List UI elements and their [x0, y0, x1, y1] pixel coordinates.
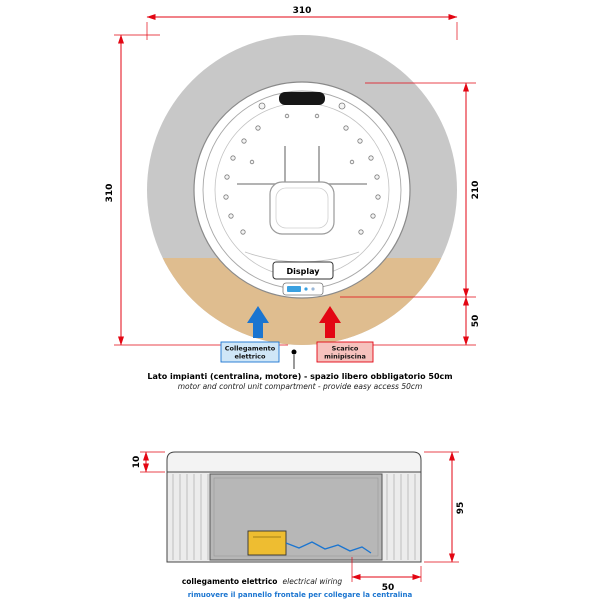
side-caption-italic: electrical wiring: [283, 577, 343, 586]
dim-service-gap-value: 50: [471, 315, 481, 328]
drain-connection: Scarico minipiscina: [316, 306, 374, 363]
electrical-label-box: [220, 341, 280, 363]
electrical-connection: Collegamento elettrico: [220, 306, 280, 363]
control-panel-button: [304, 287, 308, 291]
control-unit-box: [247, 530, 287, 556]
dim-inner-height-value: 210: [471, 181, 481, 200]
display-box: [272, 261, 334, 280]
side-caption: collegamento elettrico electrical wiring: [182, 569, 343, 588]
drain-arrow-icon: [319, 306, 341, 338]
drain-label-line1: Scarico: [332, 345, 359, 353]
dimension-inner-height: 210: [340, 82, 481, 298]
electrical-wire: [285, 541, 372, 554]
hydro-jets: [223, 113, 381, 235]
display-label: Display: [287, 267, 321, 276]
tub-top: Display: [193, 81, 411, 299]
control-panel-screen: [287, 286, 301, 292]
control-panel-button-2: [311, 287, 315, 291]
leader-dot: [291, 349, 297, 355]
side-view: 10 95 50 collegamento elettrico electric…: [132, 451, 466, 599]
dim-cable-offset-value: 50: [382, 583, 395, 593]
dim-total-height-value: 95: [456, 502, 466, 515]
headrest: [279, 92, 325, 105]
electrical-label-line2: elettrico: [234, 353, 266, 361]
dimension-total-height: 95: [424, 451, 466, 563]
side-note-blue: rimuovere il pannello frontale per colle…: [188, 591, 413, 599]
top-view: Display 310 310 210: [105, 6, 481, 391]
center-console: [237, 146, 367, 263]
dim-outer-height-value: 310: [105, 184, 115, 203]
top-caption-bold: Lato impianti (centralina, motore) - spa…: [147, 372, 452, 381]
dimension-cable-offset: 50: [351, 557, 422, 593]
dimension-outer-width: 310: [146, 6, 458, 40]
dim-outer-width-value: 310: [293, 6, 312, 16]
side-caption-bold: collegamento elettrico: [182, 577, 278, 586]
panel-slats: [172, 474, 416, 560]
dim-lid-height-value: 10: [132, 456, 142, 469]
dimension-outer-height: 310: [105, 34, 288, 346]
drain-label-box: [316, 341, 374, 363]
dimension-lid-height: 10: [132, 451, 165, 473]
electrical-label-line1: Collegamento: [225, 345, 276, 353]
front-panel-inner-edge: [213, 477, 379, 557]
front-panel-opening: [209, 473, 383, 561]
electrical-arrow-icon: [247, 306, 269, 338]
drain-label-line2: minipiscina: [324, 353, 366, 361]
top-caption-italic: motor and control unit compartment - pro…: [178, 382, 423, 391]
tub-lid: [166, 451, 422, 473]
